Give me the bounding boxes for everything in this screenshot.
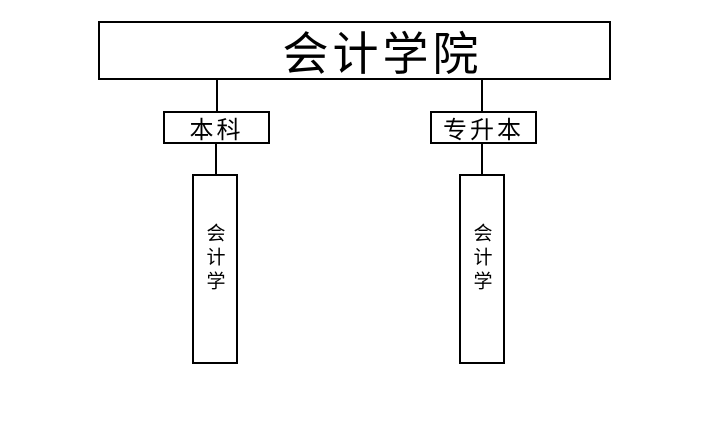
node-accounting-undergraduate: 会计学: [192, 174, 238, 364]
connector-upgrade-to-accounting: [481, 144, 483, 174]
node-accounting-upgrade-label: 会计学: [470, 223, 493, 295]
node-undergraduate-label: 本科: [189, 116, 244, 144]
node-undergraduate: 本科: [163, 111, 270, 144]
node-college: 会计学院: [98, 21, 611, 81]
node-accounting-undergraduate-label: 会计学: [203, 223, 226, 295]
connector-undergraduate-to-accounting: [215, 144, 217, 174]
node-upgrade-label: 专升本: [443, 116, 524, 144]
connector-root-to-undergraduate: [216, 80, 218, 111]
node-upgrade: 专升本: [430, 111, 537, 144]
node-accounting-upgrade: 会计学: [459, 174, 505, 364]
node-college-label: 会计学院: [282, 26, 483, 81]
connector-root-to-upgrade: [481, 80, 483, 111]
